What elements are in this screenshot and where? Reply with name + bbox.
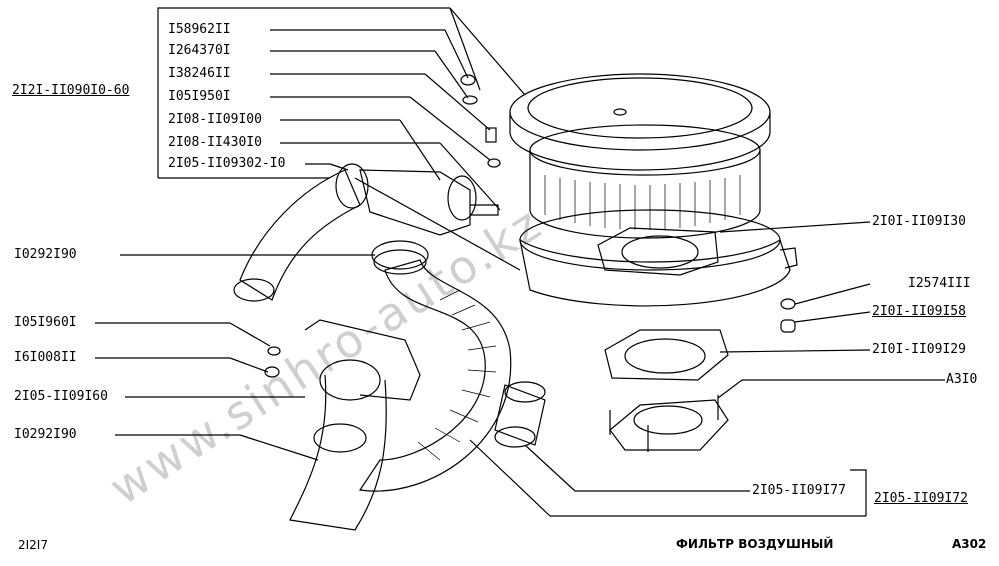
right-label-5: A3I0 bbox=[946, 372, 978, 387]
assembly-label: 2I2I-II090I0-60 bbox=[12, 83, 130, 98]
group-label-1: I58962II bbox=[168, 22, 231, 37]
carburetor-flange bbox=[609, 399, 729, 451]
nut-right bbox=[780, 298, 796, 310]
gasket bbox=[604, 329, 729, 381]
group-label-3: I38246II bbox=[168, 66, 231, 81]
left-label-5: I0292I90 bbox=[14, 427, 77, 442]
right-label-3: 2I0I-II09I58 bbox=[872, 304, 966, 319]
right-label-4: 2I0I-II09I29 bbox=[872, 342, 966, 357]
clamp bbox=[371, 240, 429, 270]
left-label-2: I05I960I bbox=[14, 315, 77, 330]
group-bracket bbox=[157, 7, 450, 178]
filter-housing bbox=[519, 238, 791, 307]
intake-body bbox=[359, 169, 471, 236]
group-label-7: 2I05-II09302-I0 bbox=[168, 156, 286, 171]
bottom-bracket bbox=[850, 469, 867, 516]
left-label-1: I0292I90 bbox=[14, 247, 77, 262]
corrugated-hose bbox=[358, 259, 512, 492]
left-label-4: 2I05-II09I60 bbox=[14, 389, 108, 404]
left-label-3: I6I008II bbox=[14, 350, 77, 365]
bottom-label-outer: 2I05-II09I72 bbox=[874, 491, 968, 506]
right-label-2: I2574III bbox=[908, 276, 971, 291]
group-label-4: I05I950I bbox=[168, 89, 231, 104]
bottom-label-inner: 2I05-II09I77 bbox=[752, 483, 846, 498]
sleeve bbox=[494, 384, 546, 446]
bolt bbox=[485, 127, 497, 143]
diagram-code: A302 bbox=[952, 537, 987, 551]
washer bbox=[462, 95, 478, 105]
filter-element bbox=[529, 150, 761, 239]
diagram-title: ФИЛЬТР ВОЗДУШНЫЙ bbox=[676, 537, 834, 551]
lower-duct bbox=[289, 374, 387, 531]
nut bbox=[460, 74, 476, 86]
group-label-6: 2I08-II430I0 bbox=[168, 135, 262, 150]
bushing-right bbox=[780, 319, 796, 333]
group-label-2: I264370I bbox=[168, 43, 231, 58]
upper-hose bbox=[239, 169, 361, 301]
right-label-1: 2I0I-II09I30 bbox=[872, 214, 966, 229]
group-label-5: 2I08-II09I00 bbox=[168, 112, 262, 127]
page-number: 2I2I7 bbox=[18, 538, 48, 552]
